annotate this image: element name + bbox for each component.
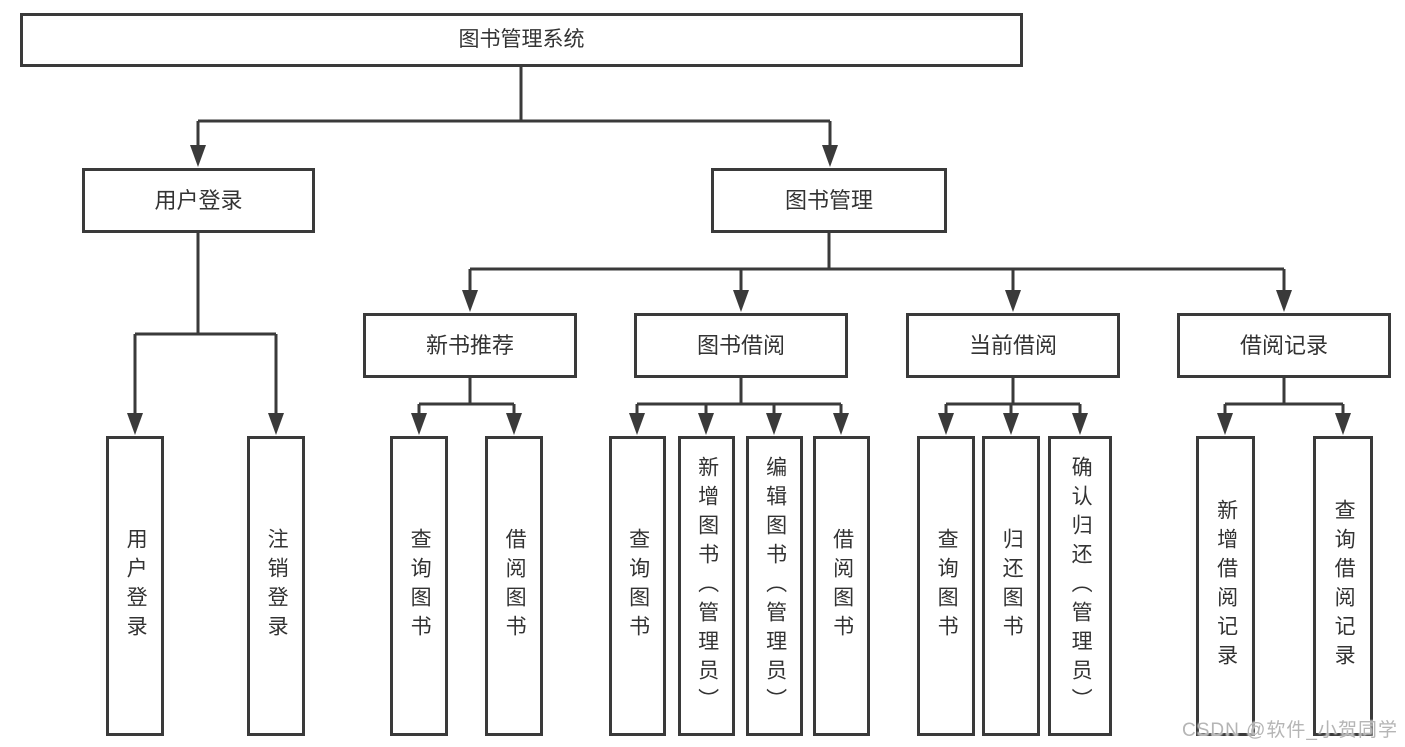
leaf-borrow-books: 借阅图书 <box>813 436 870 736</box>
arrowhead <box>1005 290 1021 312</box>
connector-currentborrow-to-leaves <box>944 378 1082 418</box>
node-borrowing-records: 借阅记录 <box>1177 313 1391 378</box>
connector-root-to-level2 <box>196 67 832 150</box>
node-label: 用户登录 <box>154 187 243 213</box>
leaf-query-books-current: 查询图书 <box>917 436 975 736</box>
node-book-borrowing: 图书借阅 <box>634 313 848 378</box>
arrowhead <box>833 413 849 435</box>
leaf-query-books-recommend: 查询图书 <box>390 436 448 736</box>
arrowhead <box>190 145 206 167</box>
arrowhead <box>462 290 478 312</box>
leaf-add-borrow-record: 新增借阅记录 <box>1196 436 1255 736</box>
arrowhead <box>411 413 427 435</box>
leaf-borrow-books-recommend: 借阅图书 <box>485 436 543 736</box>
node-label: 查询图书 <box>935 528 959 644</box>
node-label: 编辑图书（管理员） <box>763 455 787 717</box>
leaf-confirm-return-admin: 确认归还（管理员） <box>1048 436 1112 736</box>
arrowhead <box>766 413 782 435</box>
connector-userlogin-to-leaves <box>133 233 278 418</box>
leaf-return-book: 归还图书 <box>982 436 1040 736</box>
node-current-borrowing: 当前借阅 <box>906 313 1120 378</box>
arrowhead <box>733 290 749 312</box>
node-label: 确认归还（管理员） <box>1069 455 1093 717</box>
arrowhead <box>268 413 284 435</box>
arrowhead <box>822 145 838 167</box>
csdn-watermark: CSDN @软件_小贺同学 <box>1182 720 1398 741</box>
leaf-user-login: 用户登录 <box>106 436 164 736</box>
arrowhead <box>629 413 645 435</box>
leaf-query-books-borrow: 查询图书 <box>609 436 666 736</box>
node-label: 注销登录 <box>265 528 289 644</box>
node-library-management-system: 图书管理系统 <box>20 13 1023 67</box>
node-user-login: 用户登录 <box>82 168 315 233</box>
connector-newbook-to-leaves <box>417 378 516 418</box>
node-label: 新书推荐 <box>425 332 514 358</box>
node-label: 新增借阅记录 <box>1214 499 1238 673</box>
leaf-add-book-admin: 新增图书（管理员） <box>678 436 735 736</box>
connector-bookmgmt-to-level3 <box>468 233 1286 294</box>
node-label: 借阅图书 <box>503 528 527 644</box>
connector-records-to-leaves <box>1223 378 1345 418</box>
leaf-edit-book-admin: 编辑图书（管理员） <box>746 436 803 736</box>
node-label: 用户登录 <box>124 528 148 644</box>
node-label: 图书管理系统 <box>458 27 585 51</box>
node-label: 借阅记录 <box>1239 332 1328 358</box>
arrowhead <box>1335 413 1351 435</box>
node-label: 查询图书 <box>408 528 432 644</box>
node-label: 新增图书（管理员） <box>695 455 719 717</box>
arrowhead <box>698 413 714 435</box>
node-label: 查询借阅记录 <box>1332 499 1356 673</box>
arrowhead <box>127 413 143 435</box>
arrowhead <box>1003 413 1019 435</box>
node-label: 归还图书 <box>1000 528 1024 644</box>
leaf-logout: 注销登录 <box>247 436 305 736</box>
node-label: 图书借阅 <box>696 332 785 358</box>
arrowhead <box>938 413 954 435</box>
node-book-management: 图书管理 <box>711 168 947 233</box>
node-label: 借阅图书 <box>830 528 854 644</box>
node-new-book-recommend: 新书推荐 <box>363 313 577 378</box>
node-label: 当前借阅 <box>968 332 1057 358</box>
node-label: 图书管理 <box>784 187 873 213</box>
arrowhead <box>1217 413 1233 435</box>
arrowhead <box>506 413 522 435</box>
arrowhead <box>1072 413 1088 435</box>
node-label: 查询图书 <box>626 528 650 644</box>
connector-bookborrow-to-leaves <box>635 378 843 418</box>
leaf-query-borrow-record: 查询借阅记录 <box>1313 436 1373 736</box>
arrowhead <box>1276 290 1292 312</box>
